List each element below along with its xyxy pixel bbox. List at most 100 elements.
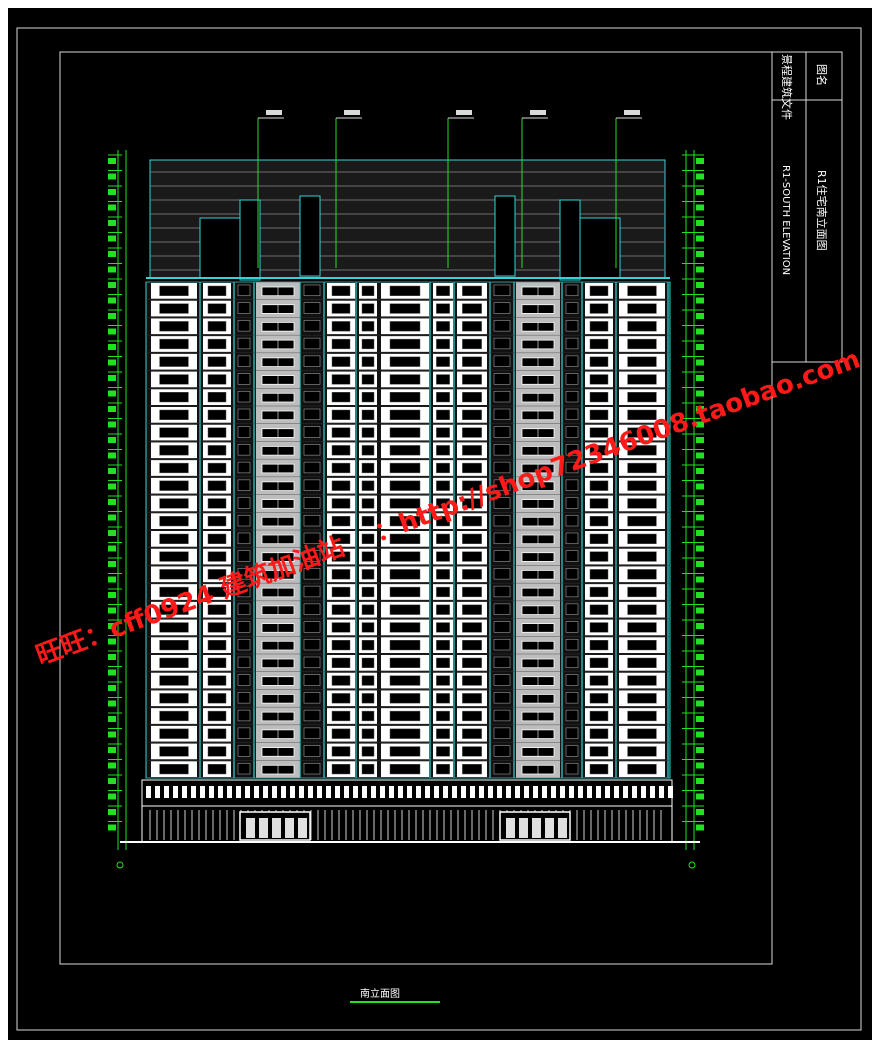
window <box>462 498 482 509</box>
window-slit <box>493 603 511 615</box>
window <box>462 746 482 757</box>
dimension-label-mark <box>696 344 704 350</box>
window <box>207 640 227 651</box>
window-slit <box>493 355 511 367</box>
window <box>207 338 227 350</box>
section-callouts <box>257 110 642 268</box>
window <box>389 445 421 456</box>
window <box>159 657 189 668</box>
dimension-label-mark <box>108 762 116 769</box>
window <box>361 480 375 491</box>
window <box>627 746 657 757</box>
window <box>436 374 450 385</box>
podium-railing <box>524 786 529 798</box>
window <box>331 551 351 562</box>
window-slit <box>493 550 511 562</box>
callout-label-mark <box>456 110 472 115</box>
dimension-label-mark <box>108 700 116 707</box>
podium-railing <box>155 786 160 798</box>
window-slit <box>565 497 579 509</box>
window <box>436 338 450 350</box>
window-slit <box>303 302 321 314</box>
window <box>627 569 657 580</box>
podium-railing <box>380 786 385 798</box>
window <box>462 710 482 722</box>
window <box>389 303 421 314</box>
window <box>331 640 351 651</box>
dimension-label-mark <box>696 809 704 815</box>
window <box>389 285 421 296</box>
window <box>361 764 375 775</box>
dimension-label-mark <box>696 313 704 319</box>
podium-railing <box>164 786 169 798</box>
window-slit <box>237 568 251 580</box>
window <box>627 710 657 722</box>
window <box>207 480 227 491</box>
podium-railing <box>389 786 394 798</box>
window-slit <box>303 426 321 438</box>
dimension-label-mark <box>696 793 704 800</box>
window <box>159 675 189 686</box>
dimension-label-mark <box>696 607 704 614</box>
window <box>159 569 189 580</box>
window <box>207 586 227 598</box>
dimension-label-mark <box>108 359 116 366</box>
window <box>462 516 482 527</box>
entrance-door <box>545 818 554 838</box>
window-slit <box>303 727 321 739</box>
dimension-label-mark <box>108 251 116 257</box>
dimension-label-mark <box>696 328 704 335</box>
window <box>589 321 609 332</box>
window <box>207 498 227 509</box>
window <box>361 374 375 385</box>
window <box>589 764 609 775</box>
dimension-label-mark <box>696 390 704 397</box>
window-slit <box>493 302 511 314</box>
window-slit <box>237 355 251 367</box>
window <box>389 462 421 474</box>
window <box>361 462 375 474</box>
podium-railing <box>407 786 412 798</box>
window-slit <box>565 284 579 297</box>
dimension-label-mark <box>108 716 116 722</box>
drawing-name-cn: R1住宅南立面图 <box>815 170 829 251</box>
window <box>159 462 189 474</box>
window-slit <box>493 461 511 474</box>
window <box>361 321 375 332</box>
window <box>462 462 482 474</box>
podium-railing <box>209 786 214 798</box>
window-slit <box>493 426 511 438</box>
window <box>207 356 227 367</box>
window-slit <box>237 674 251 686</box>
dimension-label-mark <box>108 607 116 614</box>
title-note: 景程建筑文件 <box>780 54 794 120</box>
window <box>331 604 351 615</box>
window <box>627 728 657 739</box>
window <box>159 551 189 562</box>
window <box>159 710 189 722</box>
window <box>361 728 375 739</box>
window <box>331 427 351 438</box>
window <box>589 356 609 367</box>
window <box>159 409 189 420</box>
window <box>389 533 421 544</box>
window <box>436 728 450 739</box>
window <box>361 657 375 668</box>
window-slit <box>565 337 579 350</box>
window-slit <box>565 320 579 332</box>
dimension-label-mark <box>696 824 704 831</box>
roof-stair-tower <box>494 195 516 277</box>
window-slit <box>565 514 579 527</box>
window <box>207 392 227 403</box>
window <box>589 303 609 314</box>
bottom-caption: 南立面图 <box>360 987 400 1000</box>
dimension-label-mark <box>696 530 704 536</box>
podium-railing <box>326 786 331 798</box>
window-slit <box>303 709 321 722</box>
window-slit <box>303 550 321 562</box>
window-slit <box>565 762 579 775</box>
podium-railing <box>560 786 565 798</box>
window <box>207 409 227 420</box>
window <box>589 285 609 296</box>
window <box>361 338 375 350</box>
